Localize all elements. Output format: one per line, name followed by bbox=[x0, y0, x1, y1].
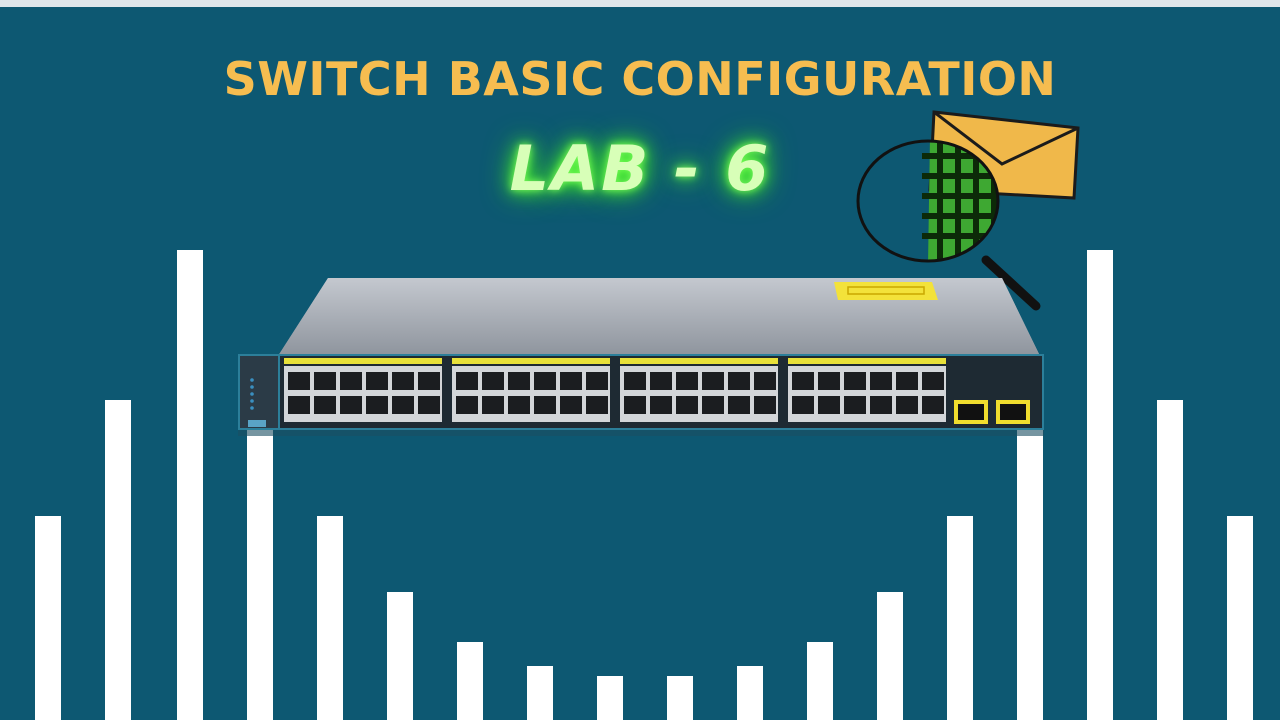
ethernet-port bbox=[508, 372, 530, 390]
lab-number-title: LAB - 6 bbox=[509, 132, 771, 205]
ethernet-port bbox=[560, 396, 582, 414]
ethernet-port bbox=[624, 372, 646, 390]
ethernet-port bbox=[624, 396, 646, 414]
ethernet-port bbox=[896, 372, 918, 390]
ethernet-port bbox=[586, 396, 608, 414]
port-group bbox=[788, 366, 946, 422]
ethernet-port bbox=[792, 372, 814, 390]
ethernet-port bbox=[922, 396, 944, 414]
ethernet-port bbox=[392, 372, 414, 390]
bg-bar bbox=[527, 666, 553, 720]
ethernet-port bbox=[754, 372, 776, 390]
ethernet-port bbox=[676, 396, 698, 414]
ethernet-port bbox=[728, 396, 750, 414]
ethernet-port bbox=[844, 372, 866, 390]
ethernet-port bbox=[728, 372, 750, 390]
bg-bar bbox=[387, 592, 413, 720]
ethernet-port bbox=[870, 396, 892, 414]
port-group bbox=[284, 366, 442, 422]
port-group bbox=[620, 366, 778, 422]
bg-bar bbox=[737, 666, 763, 720]
bg-bar bbox=[317, 516, 343, 720]
ethernet-port bbox=[314, 396, 336, 414]
bg-bar bbox=[807, 642, 833, 720]
bg-bar bbox=[1157, 400, 1183, 720]
ethernet-port bbox=[702, 396, 724, 414]
bg-bar bbox=[35, 516, 61, 720]
bg-bar bbox=[1017, 430, 1043, 720]
bg-bar bbox=[177, 250, 203, 720]
ethernet-port bbox=[534, 396, 556, 414]
ethernet-port bbox=[366, 372, 388, 390]
top-border bbox=[0, 0, 1280, 7]
bg-bar bbox=[105, 400, 131, 720]
network-switch-icon bbox=[238, 276, 1044, 456]
ethernet-port bbox=[754, 396, 776, 414]
ethernet-port bbox=[560, 372, 582, 390]
ethernet-port bbox=[418, 372, 440, 390]
ethernet-port bbox=[922, 372, 944, 390]
ethernet-port bbox=[844, 396, 866, 414]
bg-bar bbox=[457, 642, 483, 720]
ethernet-port bbox=[650, 372, 672, 390]
ethernet-port bbox=[392, 396, 414, 414]
bg-bar bbox=[667, 676, 693, 720]
port-led-strip bbox=[284, 358, 442, 364]
ethernet-port bbox=[482, 396, 504, 414]
bg-bar bbox=[947, 516, 973, 720]
port-group bbox=[452, 366, 610, 422]
bg-bar bbox=[1087, 250, 1113, 720]
ethernet-port bbox=[340, 396, 362, 414]
ethernet-port bbox=[870, 372, 892, 390]
ethernet-port bbox=[702, 372, 724, 390]
page-title: SWITCH BASIC CONFIGURATION bbox=[223, 52, 1057, 106]
port-led-strip bbox=[788, 358, 946, 364]
magnifier-envelope-icon bbox=[852, 106, 1088, 316]
bg-bar bbox=[597, 676, 623, 720]
ethernet-port bbox=[288, 396, 310, 414]
ethernet-port bbox=[818, 396, 840, 414]
ethernet-port bbox=[418, 396, 440, 414]
ethernet-port bbox=[586, 372, 608, 390]
ethernet-port bbox=[792, 396, 814, 414]
ethernet-port bbox=[340, 372, 362, 390]
ethernet-port bbox=[314, 372, 336, 390]
port-led-strip bbox=[620, 358, 778, 364]
ethernet-port bbox=[534, 372, 556, 390]
ethernet-port bbox=[456, 372, 478, 390]
ethernet-port bbox=[288, 372, 310, 390]
ethernet-port bbox=[676, 372, 698, 390]
bg-bar bbox=[247, 430, 273, 720]
ethernet-port bbox=[650, 396, 672, 414]
ethernet-port bbox=[366, 396, 388, 414]
ethernet-port bbox=[896, 396, 918, 414]
ethernet-port bbox=[508, 396, 530, 414]
port-led-strip bbox=[452, 358, 610, 364]
ethernet-port bbox=[456, 396, 478, 414]
ethernet-port bbox=[818, 372, 840, 390]
bg-bar bbox=[877, 592, 903, 720]
ethernet-port bbox=[482, 372, 504, 390]
bg-bar bbox=[1227, 516, 1253, 720]
